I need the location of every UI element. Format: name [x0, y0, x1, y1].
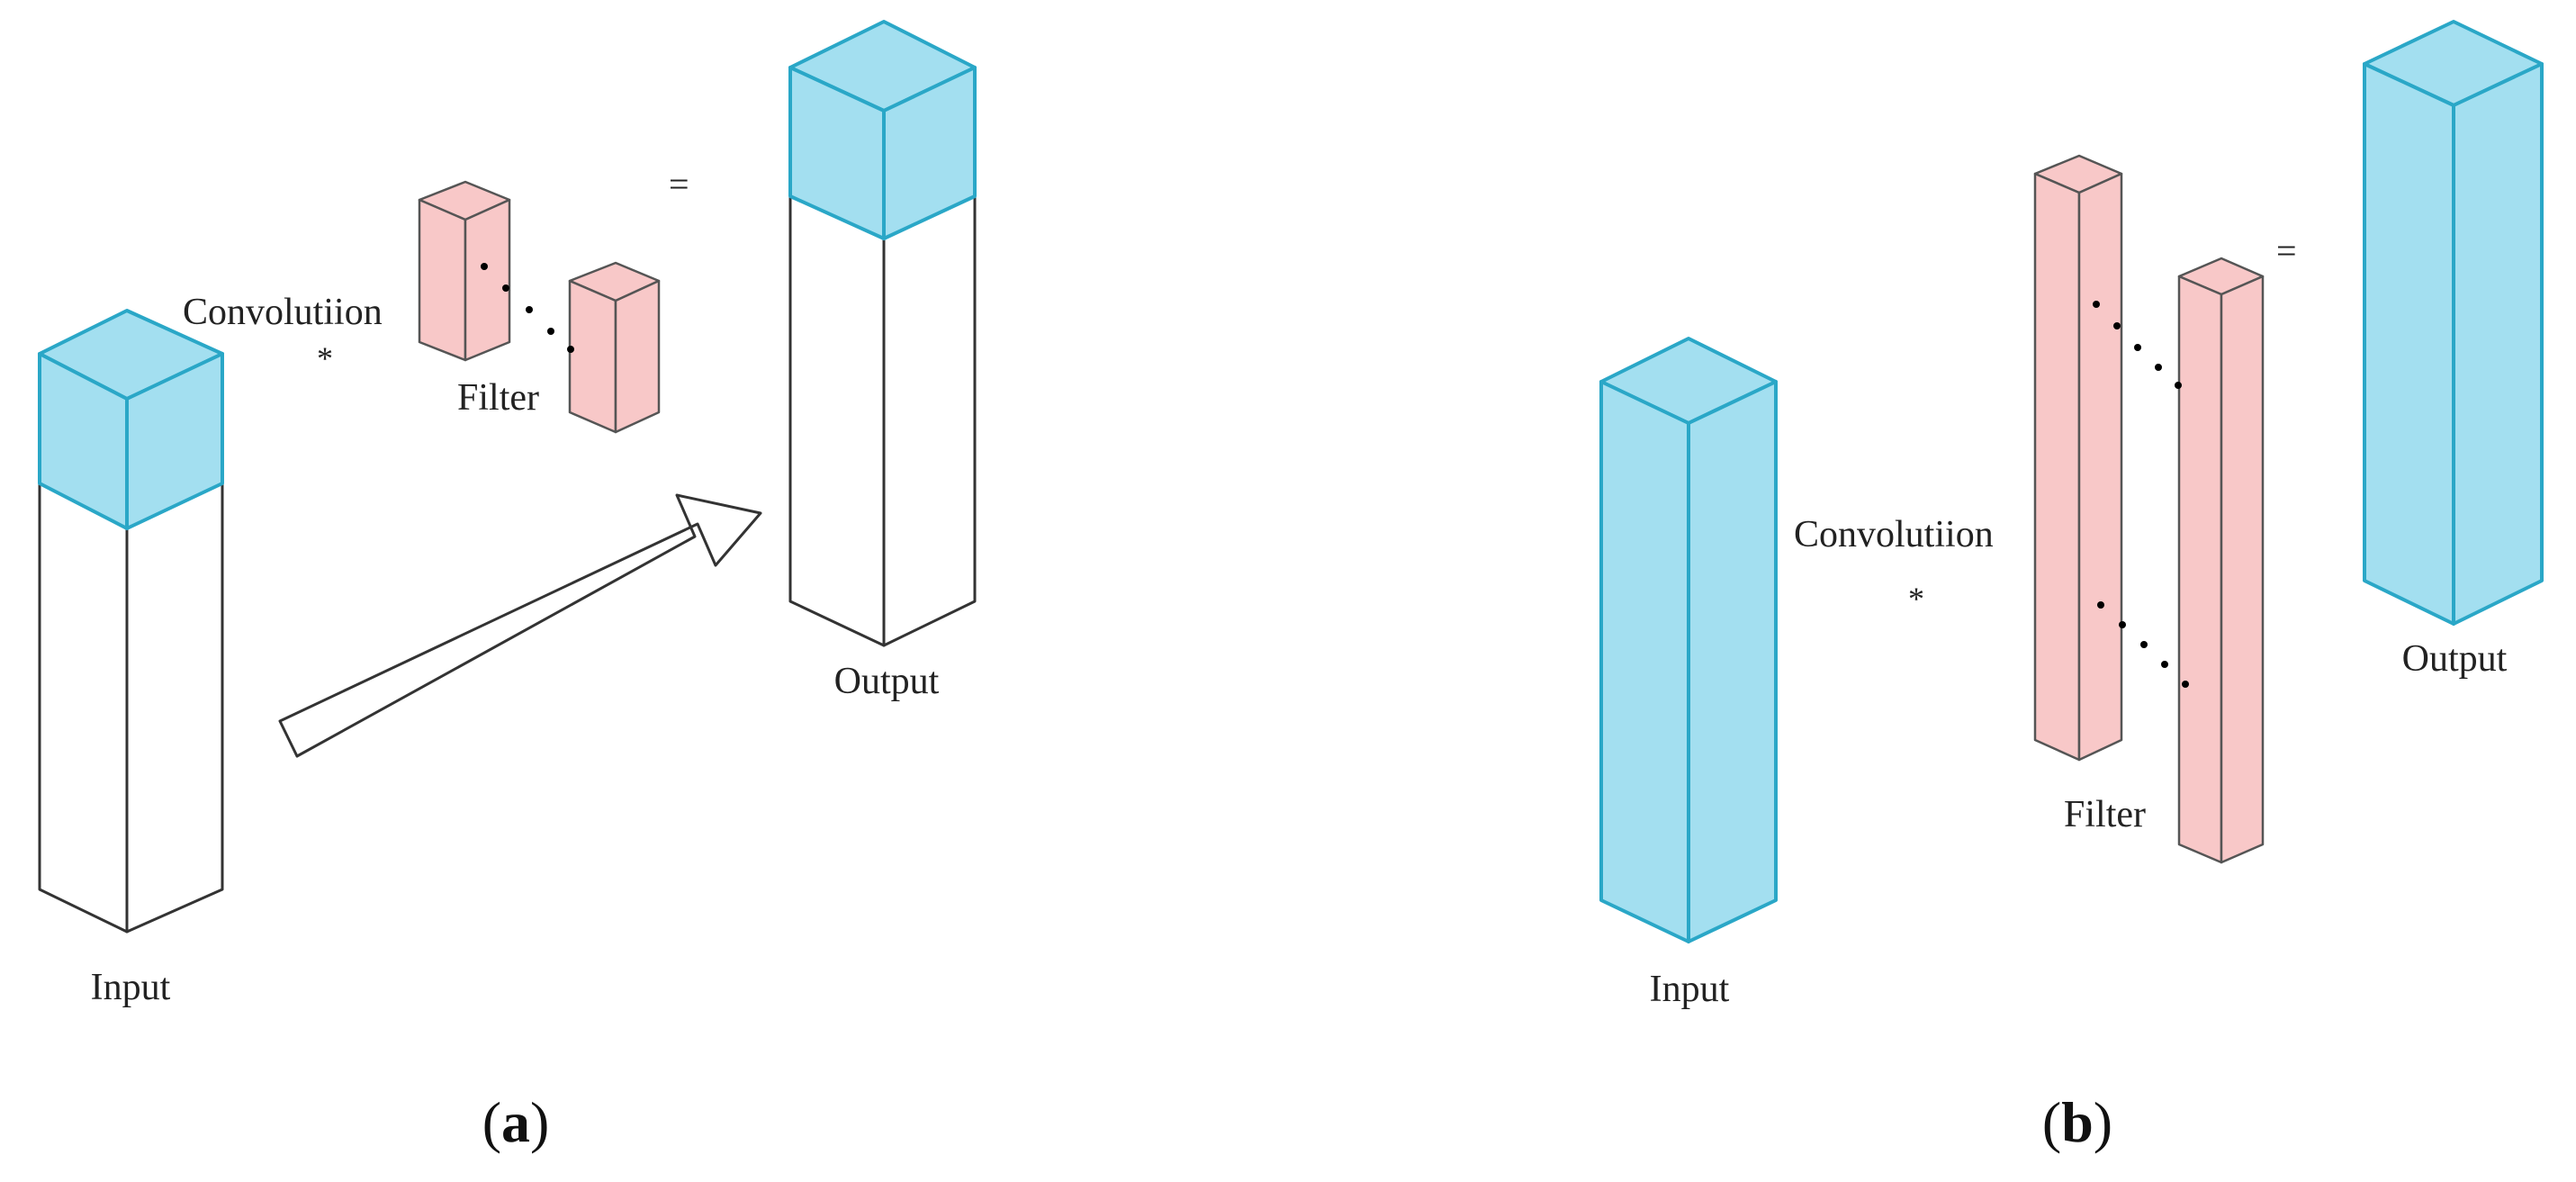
convolution-label-b: Convolutiion	[1794, 514, 1994, 555]
filter-label-a: Filter	[457, 377, 539, 419]
equals-label-b: =	[2276, 230, 2297, 271]
input-a-cube-right	[125, 352, 224, 530]
filter-a	[418, 180, 661, 434]
output-label-b: Output	[2402, 638, 2508, 680]
convolution-label-a: Convolutiion	[183, 292, 383, 333]
caption-a-open: (	[482, 1090, 501, 1154]
output-a-body-left-face	[788, 194, 886, 647]
input-a-body-right-face	[125, 482, 224, 934]
input-label-a: Input	[91, 967, 171, 1008]
caption-b-open: (	[2042, 1090, 2061, 1154]
filter-a-prism-1	[418, 180, 511, 362]
output-column-a	[788, 20, 977, 647]
panel-a: Convolutiion * Filter = Input Output (a)	[38, 20, 977, 1154]
filter-b-ellipsis-dots-top	[2093, 301, 2182, 389]
caption-a-letter: a	[501, 1090, 530, 1154]
input-column-b	[1599, 337, 1778, 943]
caption-b-letter: b	[2061, 1090, 2094, 1154]
output-label-a: Output	[834, 661, 940, 702]
filter-b-prism-2	[2177, 257, 2265, 864]
output-a-cube-right	[882, 66, 977, 240]
star-label-a: *	[317, 340, 333, 376]
input-label-b: Input	[1650, 969, 1730, 1010]
panel-b: Convolutiion * Filter = Input Output (b)	[1599, 20, 2544, 1154]
output-column-b	[2363, 20, 2544, 626]
arrow-a	[278, 493, 762, 758]
filter-b-prism-1	[2033, 154, 2123, 762]
input-column-a	[38, 309, 224, 934]
output-b-left	[2363, 62, 2455, 626]
caption-b: (b)	[2042, 1090, 2112, 1154]
caption-a: (a)	[482, 1090, 550, 1154]
caption-a-close: )	[530, 1090, 549, 1154]
equals-label-a: =	[669, 164, 689, 204]
filter-label-b: Filter	[2064, 794, 2146, 835]
output-b-right	[2452, 62, 2544, 626]
filter-b	[2033, 154, 2265, 864]
star-label-b: *	[1908, 581, 1924, 617]
input-b-right	[1687, 380, 1778, 943]
caption-b-close: )	[2094, 1090, 2112, 1154]
filter-a-ellipsis-dots	[481, 263, 574, 353]
input-b-left	[1599, 380, 1690, 943]
filter-a-prism-2	[568, 261, 661, 434]
input-a-body-left-face	[38, 482, 129, 934]
output-a-body-right-face	[882, 194, 977, 647]
filter-b-ellipsis-dots-bottom	[2097, 601, 2189, 688]
